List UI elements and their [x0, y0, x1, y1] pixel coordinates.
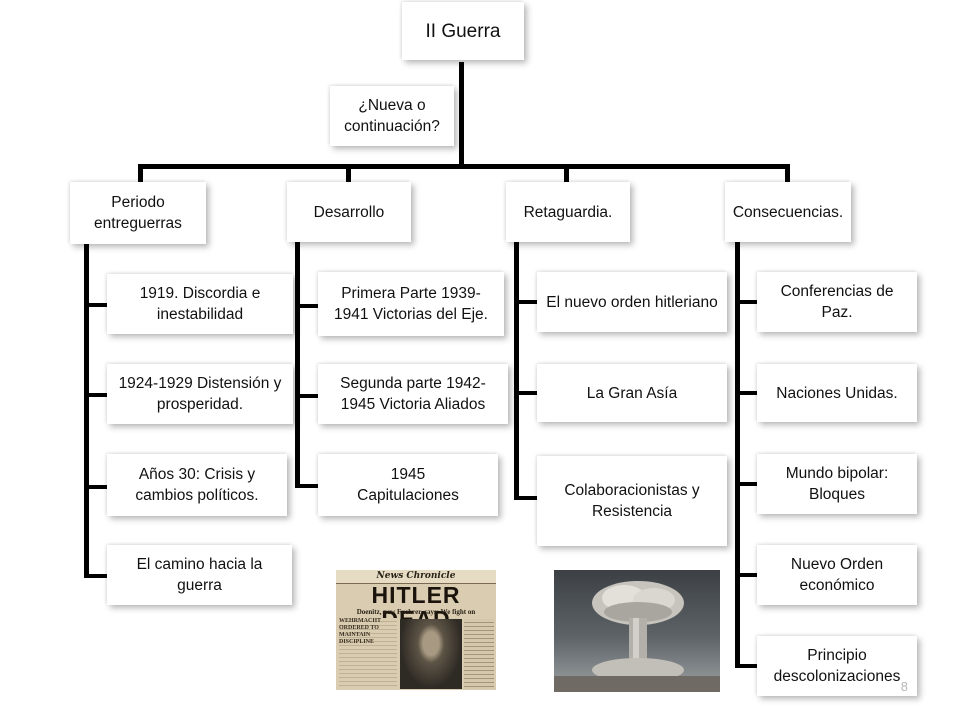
mushroom-cloud-graphic — [554, 570, 720, 692]
item-camino-guerra: El camino hacia la guerra — [107, 545, 292, 605]
item-gran-asia: La Gran Asía — [537, 364, 727, 422]
newspaper-text-columns — [464, 619, 494, 689]
col3-stub-1 — [514, 300, 538, 304]
item-nuevo-orden-hitleriano: El nuevo orden hitleriano — [537, 272, 727, 332]
col3-spine — [514, 242, 519, 500]
branch-drop-1 — [138, 164, 143, 184]
item-naciones-unidas: Naciones Unidas. — [757, 364, 917, 422]
branch-drop-4 — [785, 164, 790, 184]
item-nuevo-orden-economico: Nuevo Orden económico — [757, 545, 917, 605]
newspaper-side-column: WEHRMACHT ORDERED TO MAINTAIN DISCIPLINE — [339, 618, 397, 688]
item-1919: 1919. Discordia e inestabilidad — [107, 274, 293, 334]
page-number: 8 — [901, 679, 908, 694]
item-colaboracionistas: Colaboracionistas y Resistencia — [537, 456, 727, 546]
header-periodo-entreguerras: Periodo entreguerras — [70, 182, 206, 244]
col4-spine — [735, 242, 740, 668]
question-node: ¿Nueva o continuación? — [330, 86, 454, 146]
newspaper-subhead: Doenitz, new Fuehrer, says: We fight on — [340, 608, 492, 616]
item-1924-1929: 1924-1929 Distensión y prosperidad. — [107, 364, 293, 424]
header-retaguardia: Retaguardia. — [506, 182, 630, 242]
col4-stub-3 — [735, 482, 759, 486]
item-mundo-bipolar: Mundo bipolar: Bloques — [757, 454, 917, 514]
col3-stub-3 — [514, 496, 538, 500]
col3-stub-2 — [514, 391, 538, 395]
col4-stub-5 — [735, 664, 759, 668]
col2-stub-1 — [295, 304, 319, 308]
col1-stub-2 — [84, 393, 108, 397]
header-desarrollo: Desarrollo — [287, 182, 411, 242]
root-connector — [459, 62, 464, 166]
newspaper-portrait-photo — [400, 619, 462, 689]
col1-stub-4 — [84, 574, 108, 578]
col1-stub-1 — [84, 303, 108, 307]
col2-stub-3 — [295, 484, 319, 488]
col2-stub-2 — [295, 394, 319, 398]
col4-stub-2 — [735, 391, 759, 395]
mushroom-cloud-image — [554, 570, 720, 692]
col1-stub-3 — [84, 485, 108, 489]
root-node: II Guerra — [402, 2, 524, 60]
item-segunda-parte: Segunda parte 1942- 1945 Victoria Aliado… — [318, 364, 508, 424]
item-1945-capitulaciones: 1945 Capitulaciones — [318, 454, 498, 516]
col2-spine — [295, 242, 300, 488]
col4-stub-4 — [735, 573, 759, 577]
item-conferencias-paz: Conferencias de Paz. — [757, 272, 917, 332]
branch-bar — [138, 164, 790, 169]
newspaper-image: News Chronicle HITLER DEAD Doenitz, new … — [336, 570, 496, 690]
item-primera-parte: Primera Parte 1939- 1941 Victorias del E… — [318, 272, 504, 336]
item-descolonizaciones: Principio descolonizaciones — [757, 636, 917, 696]
header-consecuencias: Consecuencias. — [725, 182, 851, 242]
col1-spine — [84, 244, 89, 578]
branch-drop-3 — [564, 164, 569, 184]
item-anos-30: Años 30: Crisis y cambios políticos. — [107, 454, 287, 516]
branch-drop-2 — [346, 164, 351, 184]
col4-stub-1 — [735, 300, 759, 304]
